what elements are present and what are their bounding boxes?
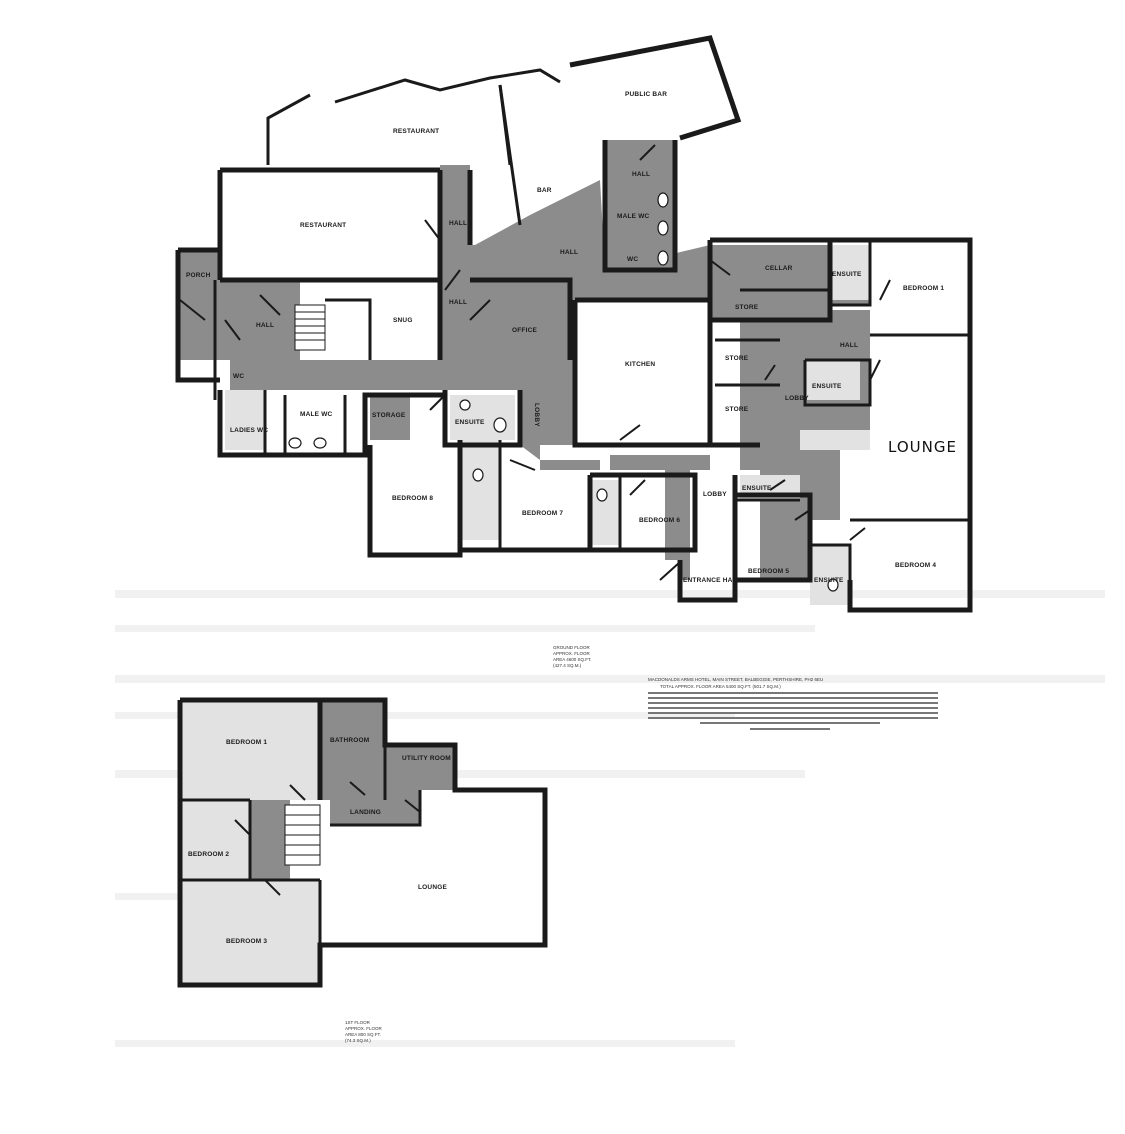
label-ensuite-1: ENSUITE (832, 271, 862, 278)
wc-fixtures (288, 192, 839, 592)
label-bedroom-7: BEDROOM 7 (522, 510, 563, 517)
ff-label-bedroom-3: BEDROOM 3 (226, 938, 267, 945)
label-bedroom-8: BEDROOM 8 (392, 495, 433, 502)
ground-caption-line-4: (427.4 SQ.M.) (553, 663, 582, 668)
label-lobby-3: LOBBY (785, 395, 809, 402)
label-bedroom-1: BEDROOM 1 (903, 285, 944, 292)
label-bedroom-4: BEDROOM 4 (895, 562, 936, 569)
label-hall-right: HALL (560, 249, 578, 256)
ground-caption-line-2: APPROX. FLOOR (553, 651, 591, 656)
ff-label-utility: UTILITY ROOM (402, 755, 451, 762)
label-hall-east: HALL (840, 342, 858, 349)
address-block: MACDONALDS ARMS HOTEL, MAIN STREET, BALB… (648, 677, 938, 730)
label-wc-top: WC (627, 256, 638, 263)
label-male-wc-top: MALE WC (617, 213, 650, 220)
label-porch: PORCH (186, 272, 211, 279)
ff-label-bathroom: BATHROOM (330, 737, 369, 744)
label-entrance-hall: ENTRANCE HALL (683, 577, 741, 584)
label-store-1: STORE (735, 304, 759, 311)
ff-caption-line-1: 1ST FLOOR (345, 1020, 371, 1025)
ground-floor-plan: PUBLIC BAR RESTAURANT RESTAURANT BAR HAL… (175, 35, 973, 668)
first-floor-stair (284, 804, 321, 866)
ff-label-lounge: LOUNGE (418, 884, 447, 891)
label-bedroom-6: BEDROOM 6 (639, 517, 680, 524)
label-hall-mid: HALL (449, 299, 467, 306)
ff-label-bedroom-1: BEDROOM 1 (226, 739, 267, 746)
first-floor-caption: 1ST FLOOR APPROX. FLOOR AREA 800 SQ.FT. … (345, 1020, 383, 1043)
ground-stair (294, 304, 326, 351)
label-store-3: STORE (725, 406, 749, 413)
label-ensuite-5: ENSUITE (814, 577, 844, 584)
ground-doors (179, 144, 891, 581)
label-ensuite-2: ENSUITE (812, 383, 842, 390)
label-storage: STORAGE (372, 412, 406, 419)
label-hall-left: HALL (256, 322, 274, 329)
label-hall-upper: HALL (632, 171, 650, 178)
total-area-line: TOTAL APPROX. FLOOR AREA 5400 SQ.FT. (50… (660, 684, 781, 689)
ground-caption-line-3: AREA 4600 SQ.FT. (553, 657, 592, 662)
first-floor-labels: BEDROOM 1 BATHROOM UTILITY ROOM LANDING … (188, 737, 451, 945)
ff-caption-line-3: AREA 800 SQ.FT. (345, 1032, 381, 1037)
first-floor-walls (177, 697, 548, 988)
label-bedroom-5: BEDROOM 5 (748, 568, 789, 575)
label-ensuite-3: ENSUITE (455, 419, 485, 426)
label-store-2: STORE (725, 355, 749, 362)
label-wc-left: WC (233, 373, 244, 380)
label-lobby-2: LOBBY (703, 491, 727, 498)
ff-label-landing: LANDING (350, 809, 381, 816)
ground-caption-line-1: GROUND FLOOR (553, 645, 591, 650)
label-lounge: LOUNGE (888, 438, 957, 456)
ff-caption-line-2: APPROX. FLOOR (345, 1026, 383, 1031)
label-male-wc: MALE WC (300, 411, 333, 418)
ground-room-labels: PUBLIC BAR RESTAURANT RESTAURANT BAR HAL… (186, 91, 957, 584)
ground-floor-caption: GROUND FLOOR APPROX. FLOOR AREA 4600 SQ.… (553, 645, 592, 668)
label-bar: BAR (537, 187, 552, 194)
label-public-bar: PUBLIC BAR (625, 91, 667, 98)
label-lobby-1: LOBBY (533, 403, 540, 427)
address-line: MACDONALDS ARMS HOTEL, MAIN STREET, BALB… (648, 677, 823, 682)
label-ensuite-4: ENSUITE (742, 485, 772, 492)
label-restaurant-upper: RESTAURANT (393, 128, 439, 135)
label-snug: SNUG (393, 317, 413, 324)
label-kitchen: KITCHEN (625, 361, 655, 368)
label-office: OFFICE (512, 327, 537, 334)
label-cellar: CELLAR (765, 265, 793, 272)
first-floor-plan: BEDROOM 1 BATHROOM UTILITY ROOM LANDING … (177, 697, 548, 1043)
label-hall-top: HALL (449, 220, 467, 227)
label-ladies-wc: LADIES WC (230, 427, 268, 434)
label-restaurant: RESTAURANT (300, 222, 346, 229)
ground-walls (175, 35, 973, 613)
ff-label-bedroom-2: BEDROOM 2 (188, 851, 229, 858)
ff-caption-line-4: (74.3 SQ.M.) (345, 1038, 371, 1043)
